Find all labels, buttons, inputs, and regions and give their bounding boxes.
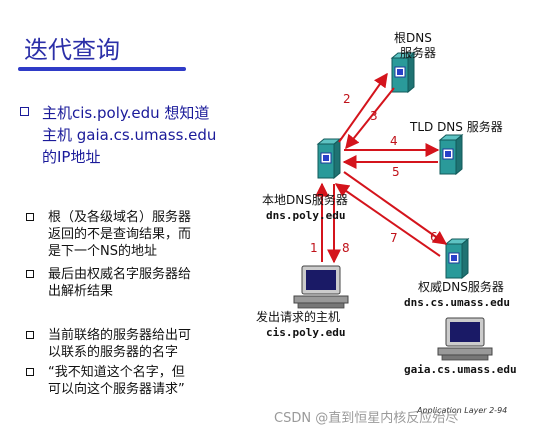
sub-bullet-3: 当前联络的服务器给出可 以联系的服务器的名字 (26, 327, 236, 361)
arrow-step-6 (343, 171, 448, 245)
requesting-host-label: 发出请求的主机 (256, 309, 340, 324)
local-dns-server-icon (317, 138, 341, 179)
step-number-1: 1 (310, 241, 318, 255)
arrow-step-3 (345, 87, 395, 150)
root-dns-label-2: 服务器 (400, 45, 436, 60)
sub-bullet-line: “我不知道这个名字，但 (48, 365, 185, 380)
sub-bullet-4: “我不知道这个名字，但 可以向这个服务器请求” (26, 364, 236, 398)
step-number-3: 3 (370, 109, 378, 123)
sub-bullet-2: 最后由权威名字服务器给 出解析结果 (26, 266, 236, 300)
slide-footer: Application Layer 2-94 (417, 406, 508, 415)
sub-bullet-line: 根（及各级域名）服务器 (48, 210, 192, 225)
sub-bullet-line: 返回的不是查询结果，而 (48, 227, 192, 242)
local-dns-label: 本地DNS服务器 (262, 192, 348, 207)
bullet-box-icon (26, 368, 34, 376)
tld-dns-server-icon (439, 134, 463, 175)
step-number-6: 6 (430, 230, 438, 244)
root-dns-label: 根DNS (394, 31, 432, 45)
tld-dns-label: TLD DNS 服务器 (409, 119, 503, 134)
target-host-computer-icon (437, 317, 493, 361)
main-bullet: 主机cis.poly.edu 想知道 主机 gaia.cs.umass.edu … (20, 102, 260, 168)
step-number-8: 8 (342, 241, 350, 255)
sub-bullet-line: 可以向这个服务器请求” (48, 382, 185, 397)
arrow-step-7 (334, 183, 441, 257)
csdn-watermark: CSDN @直到恒星内核反应殆尽 (274, 411, 459, 426)
main-bullet-line-3: 的IP地址 (42, 148, 101, 166)
local-dns-host: dns.poly.edu (266, 209, 345, 222)
title-underline (18, 67, 186, 71)
requesting-host-name: cis.poly.edu (266, 326, 345, 339)
authoritative-dns-host: dns.cs.umass.edu (404, 296, 510, 309)
arrow-step-2 (338, 72, 388, 143)
target-host-name: gaia.cs.umass.edu (404, 363, 517, 376)
step-number-5: 5 (392, 165, 400, 179)
bullet-box-icon (26, 331, 34, 339)
slide-title: 迭代查询 (24, 36, 120, 64)
authoritative-dns-label: 权威DNS服务器 (418, 279, 504, 294)
bullet-box-icon (26, 270, 34, 278)
sub-bullet-line: 是下一个NS的地址 (48, 244, 157, 259)
step-number-7: 7 (390, 231, 398, 245)
sub-bullet-line: 以联系的服务器的名字 (48, 345, 179, 360)
sub-bullet-line: 最后由权威名字服务器给 (48, 267, 192, 282)
sub-bullet-1: 根（及各级域名）服务器 返回的不是查询结果，而 是下一个NS的地址 (26, 209, 236, 260)
sub-bullet-line: 当前联络的服务器给出可 (48, 328, 192, 343)
main-bullet-line-2: 主机 gaia.cs.umass.edu (42, 126, 217, 144)
authoritative-dns-server-icon (445, 238, 469, 279)
sub-bullet-line: 出解析结果 (48, 284, 114, 299)
requesting-host-computer-icon (293, 265, 349, 309)
step-number-2: 2 (343, 92, 351, 106)
bullet-box-icon (20, 107, 29, 116)
step-number-4: 4 (390, 134, 398, 148)
main-bullet-line-1: 主机cis.poly.edu 想知道 (42, 104, 210, 122)
bullet-box-icon (26, 213, 34, 221)
